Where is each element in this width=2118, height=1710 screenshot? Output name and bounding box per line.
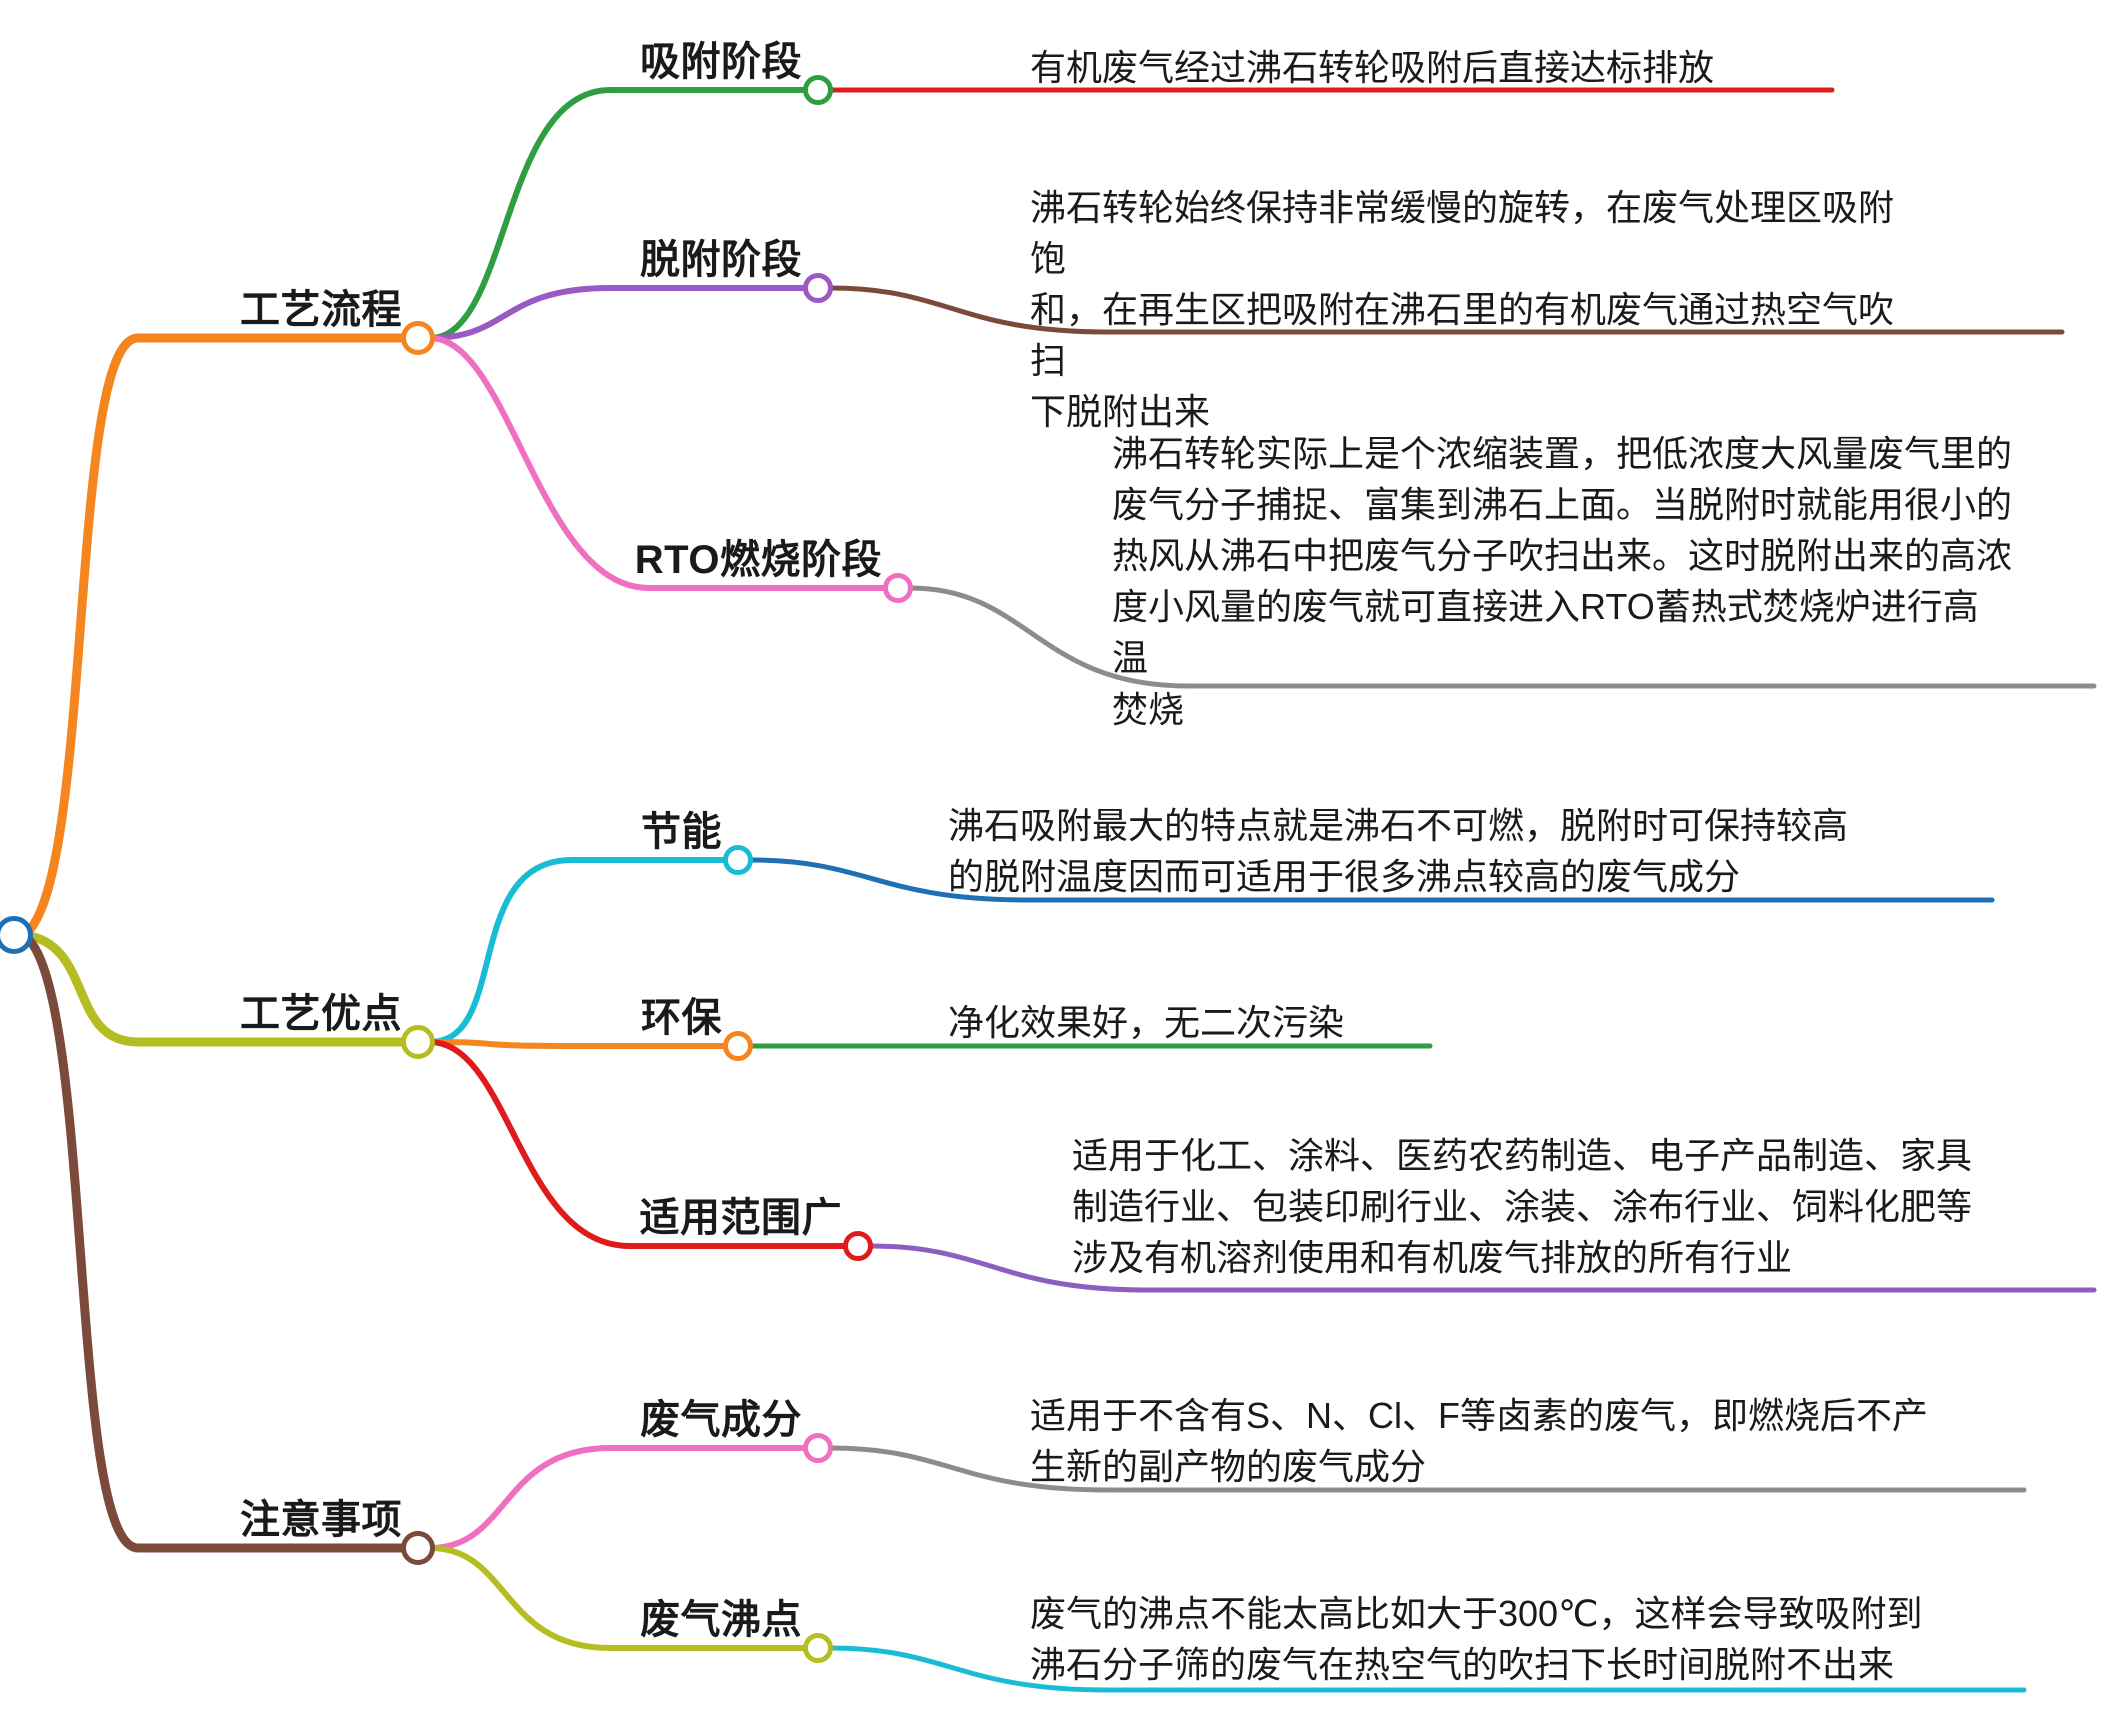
topic-node-rto-combustion[interactable] (883, 573, 913, 603)
detail-text-environmental: 净化效果好，无二次污染 (948, 1002, 1345, 1043)
branch-label-process-flow: 工艺流程 (240, 288, 402, 332)
detail-text-rto-combustion: 沸石转轮实际上是个浓缩装置，把低浓度大风量废气里的 废气分子捕捉、富集到沸石上面… (1112, 433, 2013, 730)
branch-label-process-advantages: 工艺优点 (240, 992, 402, 1036)
topic-label-energy-saving: 节能 (641, 810, 722, 854)
root-node[interactable] (0, 916, 33, 954)
topic-label-wide-range: 适用范围广 (639, 1196, 842, 1240)
branch-node-process-flow[interactable] (401, 321, 435, 355)
topic-node-energy-saving[interactable] (723, 845, 753, 875)
topic-connector-environmental (427, 1039, 729, 1049)
detail-text-energy-saving: 沸石吸附最大的特点就是沸石不可燃，脱附时可保持较高 的脱附温度因而可适用于很多沸… (948, 805, 1849, 898)
topic-label-adsorption: 吸附阶段 (640, 40, 802, 84)
branch-connector-process-flow (19, 333, 409, 940)
topic-connector-exhaust-composition (427, 1445, 809, 1551)
topic-node-exhaust-boiling-point[interactable] (803, 1633, 833, 1663)
detail-text-exhaust-composition: 适用于不含有S、N、Cl、F等卤素的废气，即燃烧后不产 生新的副产物的废气成分 (1030, 1395, 1928, 1488)
topic-label-environmental: 环保 (641, 996, 722, 1040)
detail-text-desorption: 沸石转轮始终保持非常缓慢的旋转，在废气处理区吸附饱 和，在再生区把吸附在沸石里的… (1030, 187, 1895, 433)
topic-node-desorption[interactable] (803, 273, 833, 303)
topic-label-exhaust-boiling-point: 废气沸点 (640, 1598, 802, 1642)
topic-node-environmental[interactable] (723, 1031, 753, 1061)
branch-node-process-advantages[interactable] (401, 1025, 435, 1059)
topic-node-wide-range[interactable] (843, 1231, 873, 1261)
topic-label-exhaust-composition: 废气成分 (640, 1398, 802, 1442)
topic-label-desorption: 脱附阶段 (640, 238, 802, 282)
topic-label-rto-combustion: RTO燃烧阶段 (634, 538, 882, 582)
topic-node-adsorption[interactable] (803, 75, 833, 105)
topic-connector-desorption (427, 285, 809, 341)
branch-label-precautions: 注意事项 (240, 1498, 402, 1542)
topic-node-exhaust-composition[interactable] (803, 1433, 833, 1463)
branch-node-precautions[interactable] (401, 1531, 435, 1565)
detail-text-wide-range: 适用于化工、涂料、医药农药制造、电子产品制造、家具 制造行业、包装印刷行业、涂装… (1072, 1135, 1973, 1279)
detail-text-exhaust-boiling-point: 废气的沸点不能太高比如大于300℃，这样会导致吸附到 沸石分子筛的废气在热空气的… (1030, 1593, 1923, 1686)
topic-connector-adsorption (427, 87, 809, 341)
detail-text-adsorption: 有机废气经过沸石转轮吸附后直接达标排放 (1030, 47, 1715, 88)
